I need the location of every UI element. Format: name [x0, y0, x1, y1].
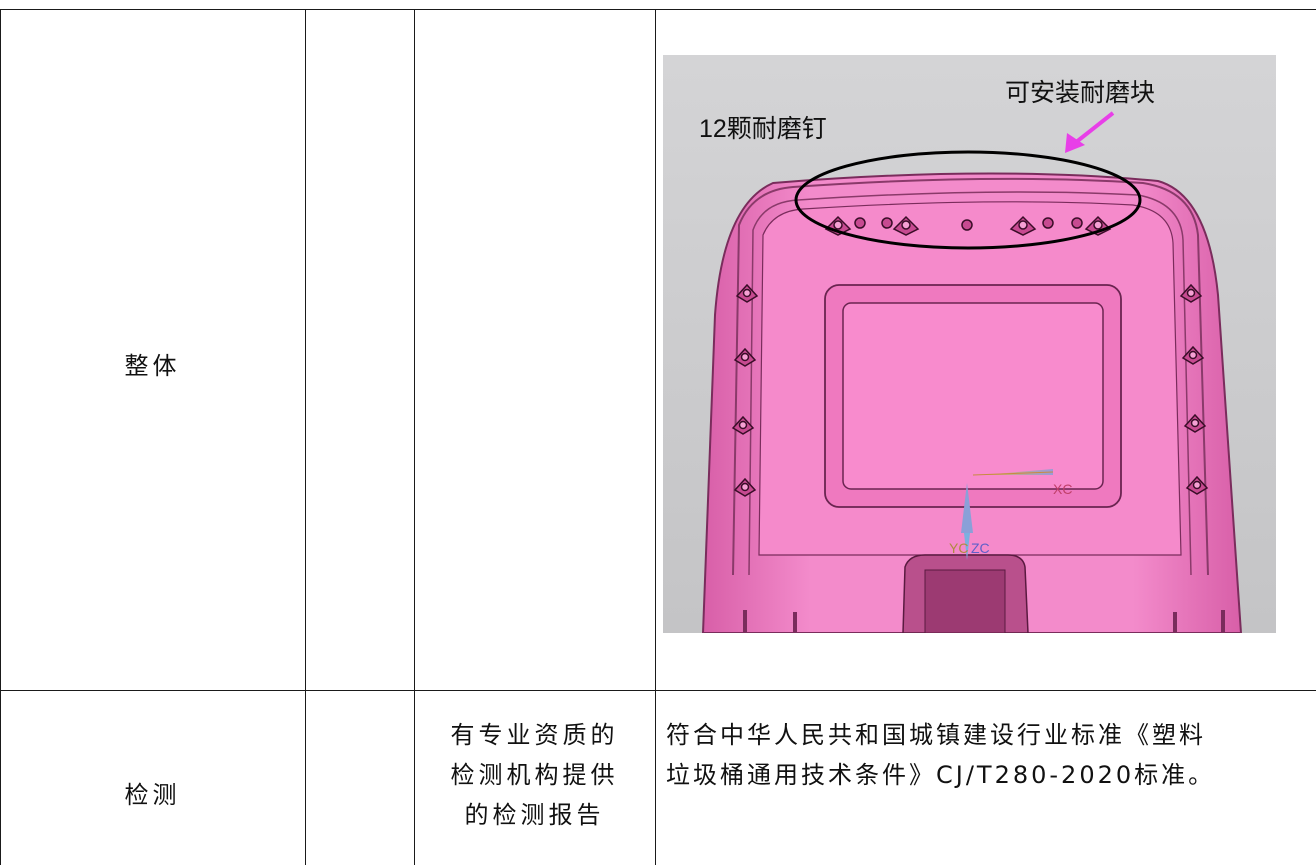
figure-label-nails: 12颗耐磨钉: [699, 115, 827, 143]
row1-category: 整体: [124, 352, 181, 380]
side-wear-nails: [731, 283, 1209, 497]
row2-standard-line-2: 垃圾桶通用技术条件》CJ/T280-2020标准。: [666, 761, 1216, 789]
row2-standard-line-1: 符合中华人民共和国城镇建设行业标准《塑料: [666, 721, 1206, 749]
lid-rim: [732, 177, 1209, 576]
row-divider: [0, 690, 1316, 691]
table-left-border: [0, 9, 1, 865]
top-wear-nails: [824, 215, 1112, 236]
nails-highlight-ellipse: [794, 150, 1142, 250]
column-divider-3: [655, 9, 656, 865]
row2-requirement-line-3: 的检测报告: [464, 801, 605, 829]
axis-label-xc: XC: [1053, 481, 1073, 497]
table-top-border: [0, 9, 1316, 10]
arrow-icon: [1065, 111, 1115, 153]
axis-label-yc: YC: [949, 540, 969, 556]
bin-lid-render: [663, 55, 1276, 633]
coordinate-axes-icon: [961, 469, 1054, 560]
row2-category: 检测: [124, 781, 181, 809]
row2-requirement-line-2: 检测机构提供: [450, 761, 619, 789]
axis-label-zc: ZC: [971, 540, 990, 556]
row2-requirement-line-1: 有专业资质的: [450, 721, 619, 749]
figure-label-block: 可安装耐磨块: [1005, 79, 1156, 107]
lid-window: [842, 302, 1104, 490]
column-divider-1: [305, 9, 306, 865]
bin-lid-figure: 12颗耐磨钉 可安装耐磨块 XC YC ZC: [663, 55, 1276, 633]
column-divider-2: [414, 9, 415, 865]
